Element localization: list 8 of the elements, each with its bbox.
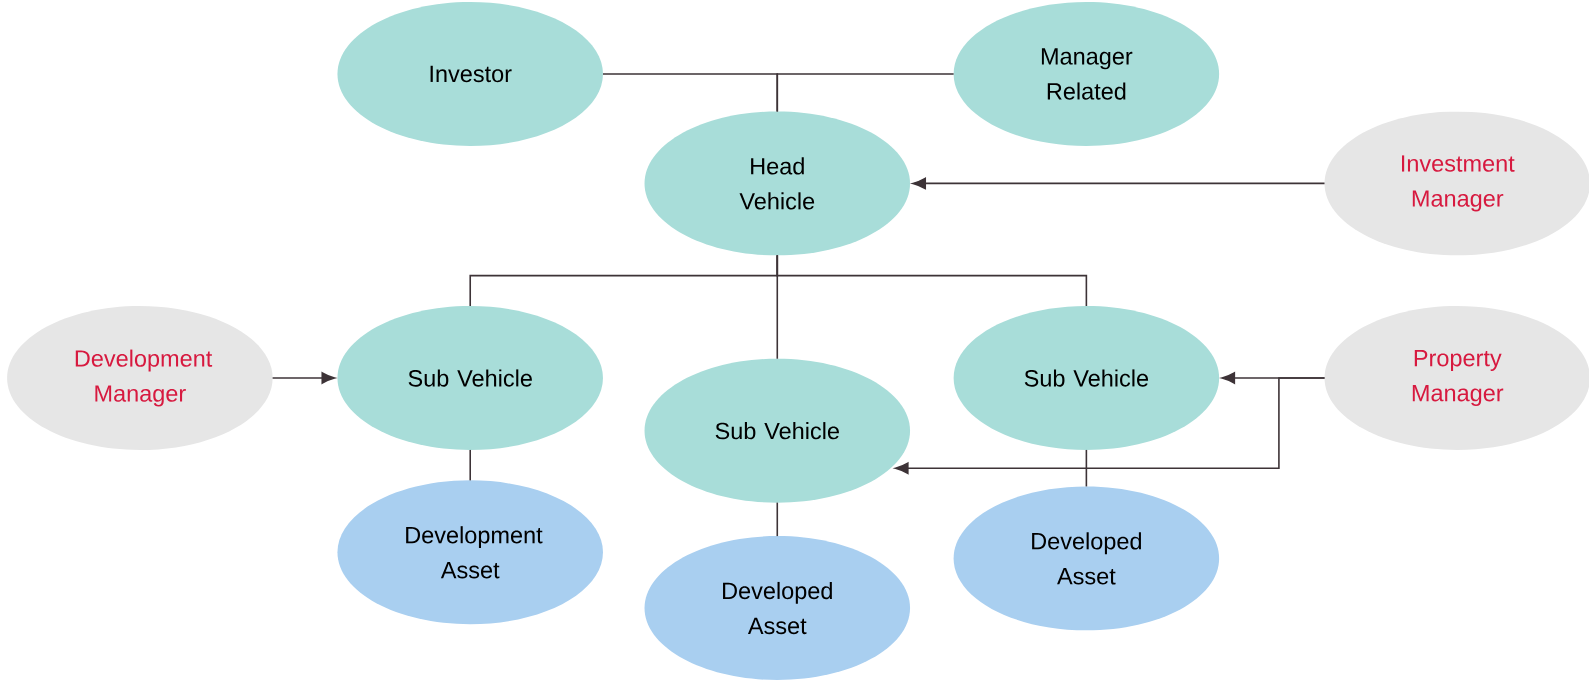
connector-line	[776, 501, 779, 537]
connector-line	[469, 449, 472, 482]
arrow	[271, 372, 336, 384]
arrow	[912, 177, 1326, 190]
connector-line	[776, 254, 1088, 307]
connector-line	[1085, 449, 1088, 488]
connector-line	[776, 73, 955, 113]
arrow	[894, 377, 1326, 475]
